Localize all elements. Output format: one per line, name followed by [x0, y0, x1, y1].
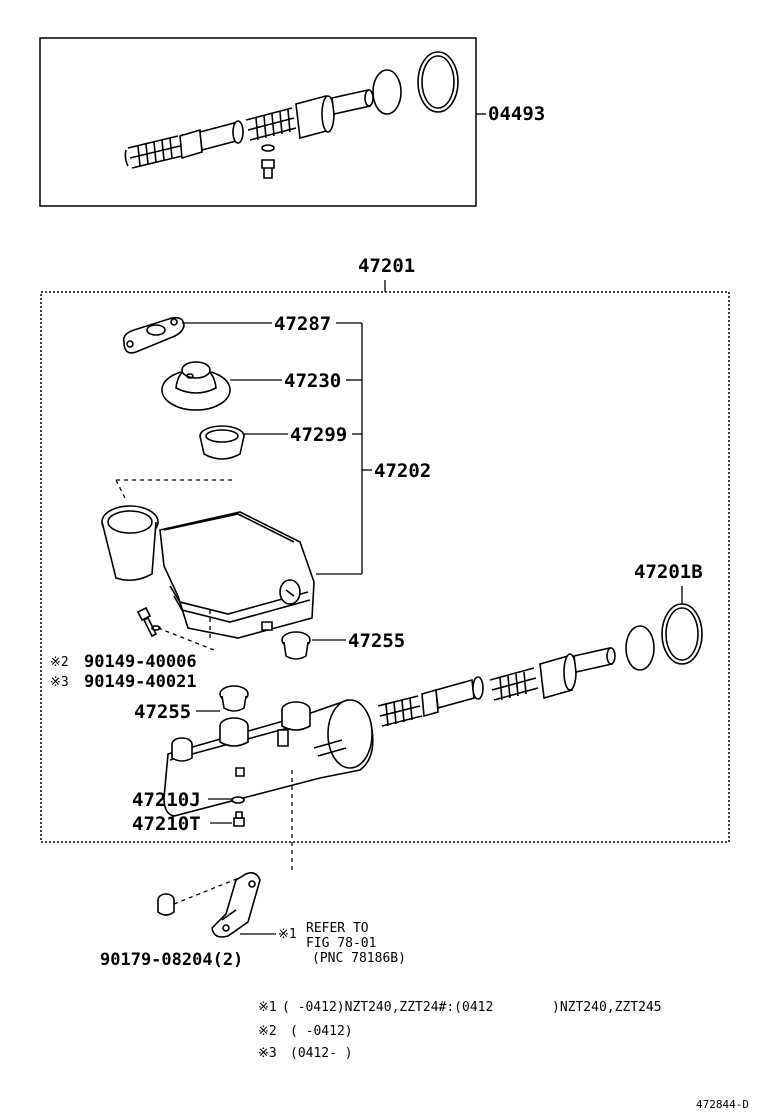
refer-line-3: (PNC 78186B) — [312, 951, 406, 966]
kit-box — [39, 37, 477, 207]
kit-b-parts — [377, 603, 703, 727]
label-cap: 47230 — [284, 370, 341, 392]
grommet-right-part — [281, 631, 311, 660]
note-1-mark: ※1 — [258, 1000, 277, 1015]
label-bleeder: 47210T — [132, 813, 201, 835]
mark-2: ※2 — [50, 655, 69, 670]
label-gasket: 47287 — [274, 313, 331, 335]
grommet-left-part — [219, 685, 249, 712]
note-2-mark: ※2 — [258, 1024, 277, 1039]
label-grommet-left: 47255 — [134, 701, 191, 723]
joint-part — [231, 796, 245, 804]
label-nut: 90179-08204(2) — [100, 950, 243, 970]
label-assembly: 47201 — [358, 255, 415, 277]
label-kit-top: 04493 — [488, 103, 545, 125]
label-kit-b: 47201B — [634, 561, 703, 583]
strainer-part — [199, 425, 245, 460]
label-reservoir: 47202 — [374, 460, 431, 482]
bleeder-part — [233, 811, 245, 827]
mark-1-ref: ※1 — [278, 927, 297, 942]
note-3: (0412- ) — [290, 1046, 353, 1061]
gasket-part — [122, 316, 185, 354]
note-2: ( -0412) — [290, 1024, 353, 1039]
bracket-part — [211, 872, 261, 938]
label-pin-2: 90149-40021 — [84, 672, 197, 692]
assembly-box — [40, 291, 730, 843]
note-3-mark: ※3 — [258, 1046, 277, 1061]
note-1-a: ( -0412)NZT240,ZZT24#:(0412 — [282, 1000, 493, 1015]
refer-line-2: FIG 78-01 — [306, 936, 376, 951]
nut-part — [157, 893, 175, 916]
mark-3: ※3 — [50, 675, 69, 690]
refer-line-1: REFER TO — [306, 921, 369, 936]
pin-part — [136, 606, 161, 638]
reservoir-part — [101, 505, 315, 639]
piston-kit-parts — [124, 51, 459, 179]
label-pin-1: 90149-40006 — [84, 652, 197, 672]
cylinder-body-part — [163, 699, 374, 817]
cap-part — [161, 361, 231, 411]
label-strainer: 47299 — [290, 424, 347, 446]
note-1-b: )NZT240,ZZT245 — [552, 1000, 662, 1015]
diagram-code: 472844-D — [696, 1098, 749, 1111]
label-joint: 47210J — [132, 789, 201, 811]
label-grommet-right: 47255 — [348, 630, 405, 652]
